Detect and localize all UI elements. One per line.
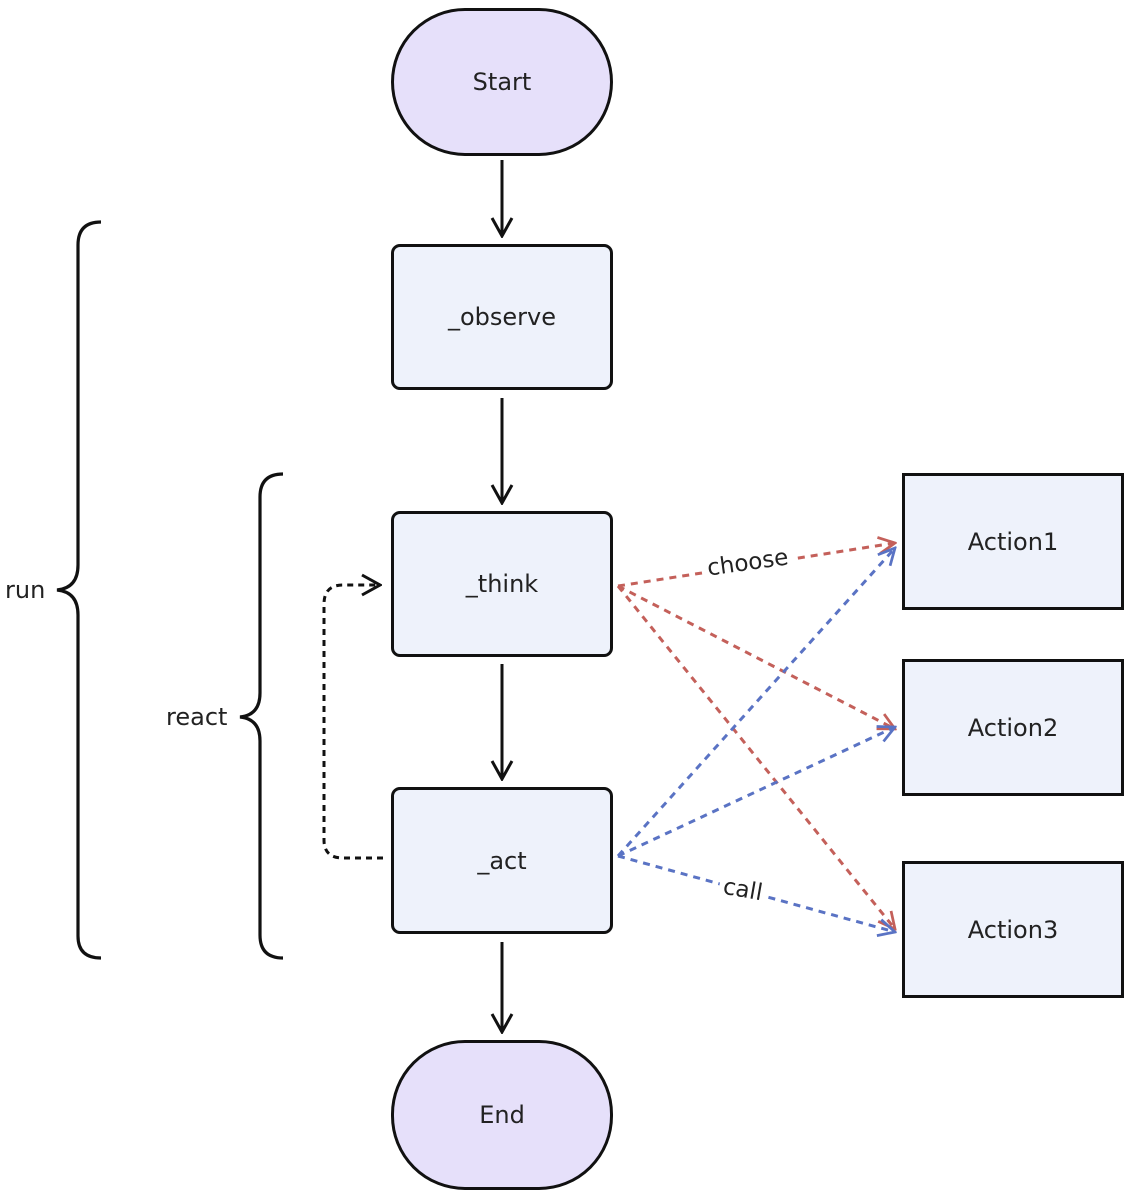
run-brace [56,220,102,960]
edge-think-action3 [616,585,895,929]
run-label: run [5,576,46,604]
start-node: Start [391,8,613,156]
act-node-label: _act [477,846,527,875]
edge-act-action2 [617,727,895,858]
think-node: _think [391,511,613,657]
end-node: End [391,1040,613,1190]
react-label: react [166,703,228,731]
edge-think-action2 [617,584,895,729]
action3-node-label: Action3 [967,915,1059,944]
end-node-label: End [479,1101,525,1129]
action3-node: Action3 [902,861,1124,998]
action1-node-label: Action1 [967,527,1059,556]
start-node-label: Start [472,68,532,96]
action2-node: Action2 [902,659,1124,796]
react-brace [239,472,284,960]
observe-node-label: _observe [447,303,557,331]
edge-act-action1 [616,548,895,858]
edge-act-think-loop [322,585,383,860]
action2-node-label: Action2 [967,713,1059,742]
think-node-label: _think [465,570,539,598]
act-node: _act [391,787,613,934]
action1-node: Action1 [902,473,1124,610]
observe-node: _observe [391,244,613,390]
